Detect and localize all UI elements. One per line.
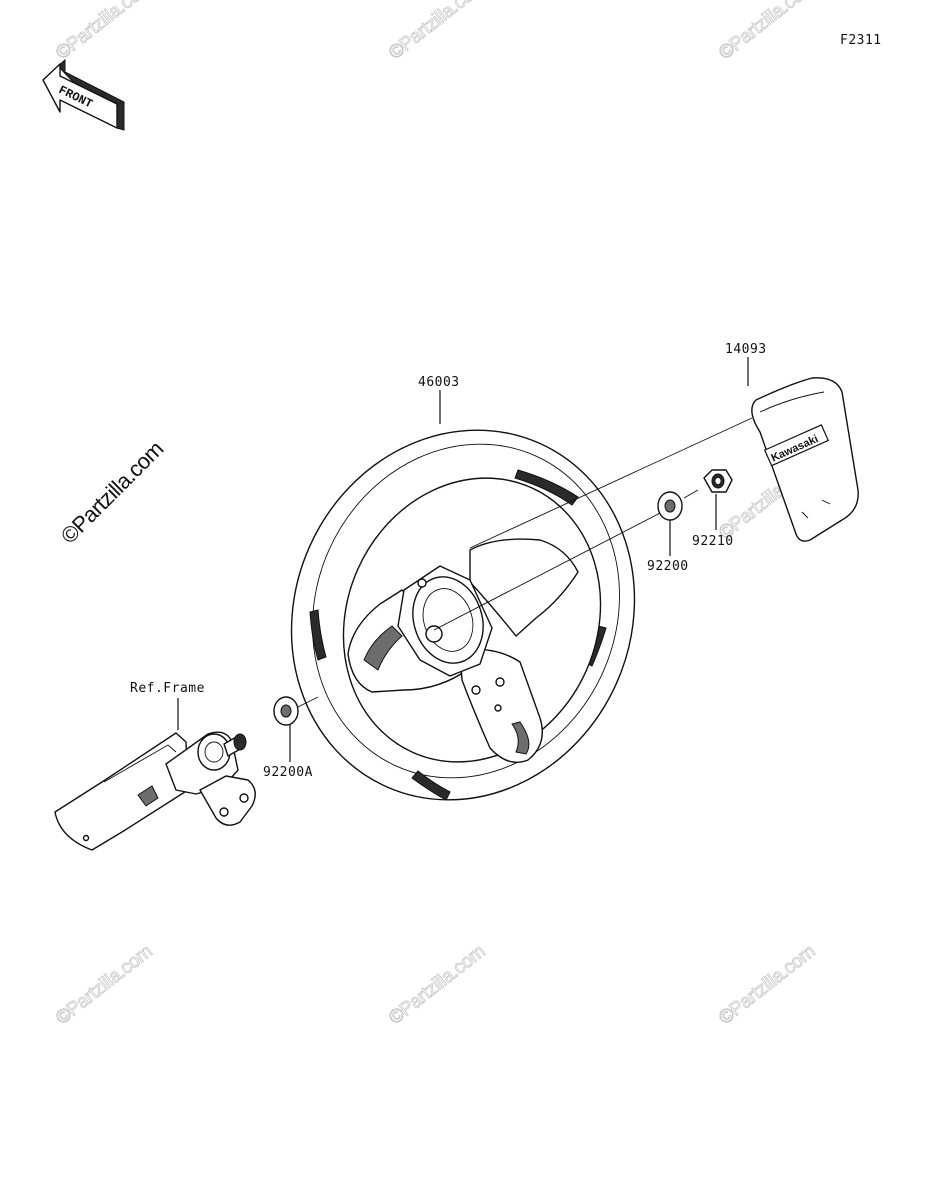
figure-code: F2311 <box>840 33 882 48</box>
watermark: ©Partzilla.com <box>52 941 156 1029</box>
part-label-92200a: 92200A <box>263 765 313 780</box>
cover-14093: Kawasaki <box>747 357 859 542</box>
part-label-92200: 92200 <box>647 559 689 574</box>
washer-92200 <box>657 489 699 556</box>
part-label-92210: 92210 <box>692 534 734 549</box>
watermark: ©Partzilla.com <box>715 941 819 1029</box>
nut-92210 <box>703 469 733 530</box>
ref-frame-column <box>54 698 256 851</box>
part-label-14093: 14093 <box>725 342 767 357</box>
alignment-line <box>295 696 319 709</box>
watermark: ©Partzilla.com <box>715 0 819 64</box>
watermark: ©Partzilla.com <box>52 0 156 64</box>
reference-label: Ref.Frame <box>130 681 205 696</box>
front-arrow-icon: FRONT <box>42 58 125 131</box>
watermark: ©Partzilla.com <box>385 0 489 64</box>
watermark: ©Partzilla.com <box>385 941 489 1029</box>
watermark-main: ©Partzilla.com <box>56 436 168 548</box>
alignment-line <box>469 417 753 549</box>
part-label-46003: 46003 <box>418 375 460 390</box>
washer-92200a <box>273 696 299 762</box>
alignment-line <box>433 511 663 631</box>
